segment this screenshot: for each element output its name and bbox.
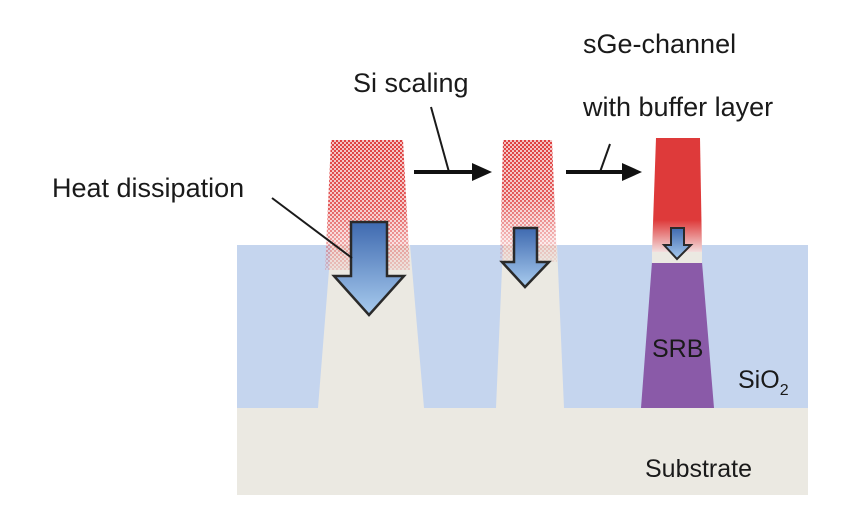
process-arrow-1-icon [414, 163, 492, 181]
label-heat-dissipation: Heat dissipation [52, 173, 244, 203]
label-sio2-main: SiO [738, 366, 780, 394]
heat-arrow-2-icon [499, 226, 552, 289]
sge-channel [652, 138, 702, 252]
label-substrate: Substrate [645, 455, 752, 483]
heat-arrow-1-icon [331, 220, 407, 317]
substrate-layer [237, 408, 808, 495]
heat-arrow-3-icon [661, 227, 694, 261]
label-sge-channel-line1: sGe-channel [583, 29, 736, 59]
label-si-scaling: Si scaling [353, 68, 469, 98]
sge-channel-leader [599, 143, 611, 173]
label-sge-channel-line2: with buffer layer [582, 92, 773, 122]
srb-block [641, 262, 714, 408]
fin-2-body [496, 245, 564, 408]
label-srb: SRB [652, 335, 703, 363]
fin-1-channel [325, 140, 410, 270]
label-sio2-subscript: 2 [780, 382, 789, 399]
heat-dissipation-leader [271, 197, 353, 259]
process-arrow-2-icon [566, 163, 642, 181]
si-scaling-leader [430, 106, 450, 173]
label-sio2: SiO2 [738, 366, 789, 399]
